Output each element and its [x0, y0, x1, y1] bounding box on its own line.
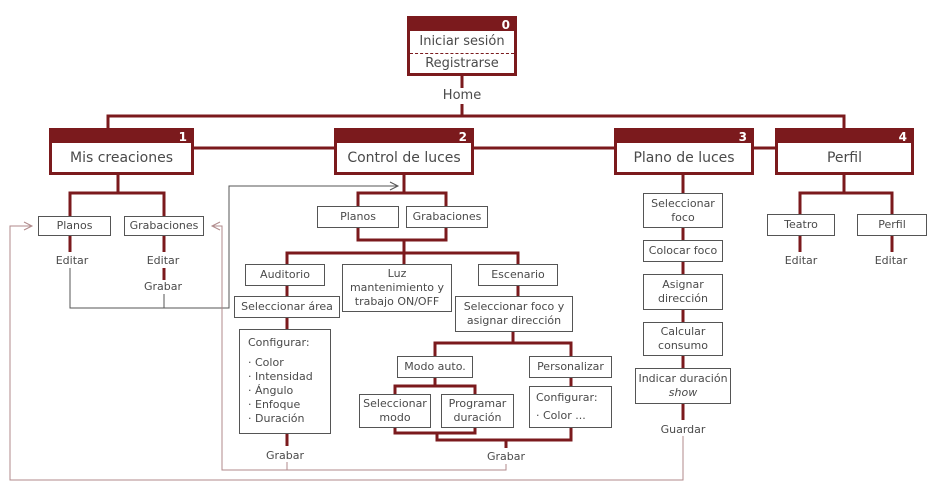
mc-grabaciones[interactable]: Grabaciones: [124, 216, 204, 236]
login-item[interactable]: Iniciar sesión: [410, 31, 514, 54]
config-item[interactable]: Color: [248, 356, 322, 370]
pl-seleccionar-foco[interactable]: Seleccionar foco: [643, 193, 723, 228]
cl-programar-duracion[interactable]: Programar duración: [441, 394, 514, 428]
cl-modo-auto[interactable]: Modo auto.: [397, 356, 473, 378]
cl-seleccionar-modo[interactable]: Seleccionar modo: [359, 394, 431, 428]
cl-grabaciones[interactable]: Grabaciones: [406, 206, 488, 228]
pf-teatro[interactable]: Teatro: [767, 214, 835, 236]
mc-editar-grabaciones[interactable]: Editar: [144, 254, 182, 267]
root-node: 0 Iniciar sesión Registrarse: [407, 16, 517, 76]
section-title: Perfil: [826, 149, 863, 166]
indicar-em: show: [668, 386, 698, 399]
section-title: Control de luces: [347, 149, 461, 166]
cl-config-personalizar: Configurar: Color ...: [529, 386, 612, 428]
mc-planos[interactable]: Planos: [38, 216, 111, 236]
cl-seleccionar-area[interactable]: Seleccionar área: [234, 296, 340, 318]
cl-seleccionar-foco[interactable]: Seleccionar foco y asignar dirección: [455, 296, 573, 332]
config-item[interactable]: Color ...: [536, 409, 605, 423]
pf-editar-perfil[interactable]: Editar: [872, 254, 910, 267]
node-number: 2: [337, 131, 471, 143]
pl-calcular-consumo[interactable]: Calcular consumo: [643, 322, 723, 356]
indicar-text: Indicar duración: [638, 372, 728, 385]
config-title: Configurar:: [248, 336, 310, 349]
config-item[interactable]: Ángulo: [248, 384, 322, 398]
pl-asignar-direccion[interactable]: Asignar dirección: [643, 274, 723, 310]
config-item[interactable]: Intensidad: [248, 370, 322, 384]
cl-auditorio[interactable]: Auditorio: [245, 264, 325, 286]
node-number: 1: [52, 131, 191, 143]
config-item[interactable]: Duración: [248, 412, 322, 426]
node-number: 0: [410, 19, 514, 31]
cl-luz[interactable]: Luz mantenimiento y trabajo ON/OFF: [342, 264, 452, 312]
pl-guardar[interactable]: Guardar: [658, 423, 708, 436]
cl-personalizar[interactable]: Personalizar: [529, 356, 612, 378]
config-item[interactable]: Enfoque: [248, 398, 322, 412]
register-item[interactable]: Registrarse: [425, 56, 499, 71]
node-number: 4: [778, 131, 911, 143]
pl-indicar-duracion[interactable]: Indicar duración show: [635, 368, 731, 404]
cl-config-auditorio: Configurar: Color Intensidad Ángulo Enfo…: [239, 329, 331, 434]
section-title: Mis creaciones: [70, 149, 173, 166]
cl-grabar-left[interactable]: Grabar: [263, 449, 307, 462]
cl-grabar-right[interactable]: Grabar: [484, 450, 528, 463]
cl-escenario[interactable]: Escenario: [478, 264, 558, 286]
pf-editar-teatro[interactable]: Editar: [782, 254, 820, 267]
node-number: 3: [617, 131, 751, 143]
pl-colocar-foco[interactable]: Colocar foco: [643, 240, 723, 262]
mc-editar-planos[interactable]: Editar: [53, 254, 91, 267]
mc-grabar[interactable]: Grabar: [141, 280, 185, 293]
pf-perfil[interactable]: Perfil: [857, 214, 927, 236]
cl-planos[interactable]: Planos: [317, 206, 399, 228]
section-title: Plano de luces: [633, 149, 735, 166]
home-label: Home: [440, 88, 484, 103]
config-title: Configurar:: [536, 391, 598, 404]
